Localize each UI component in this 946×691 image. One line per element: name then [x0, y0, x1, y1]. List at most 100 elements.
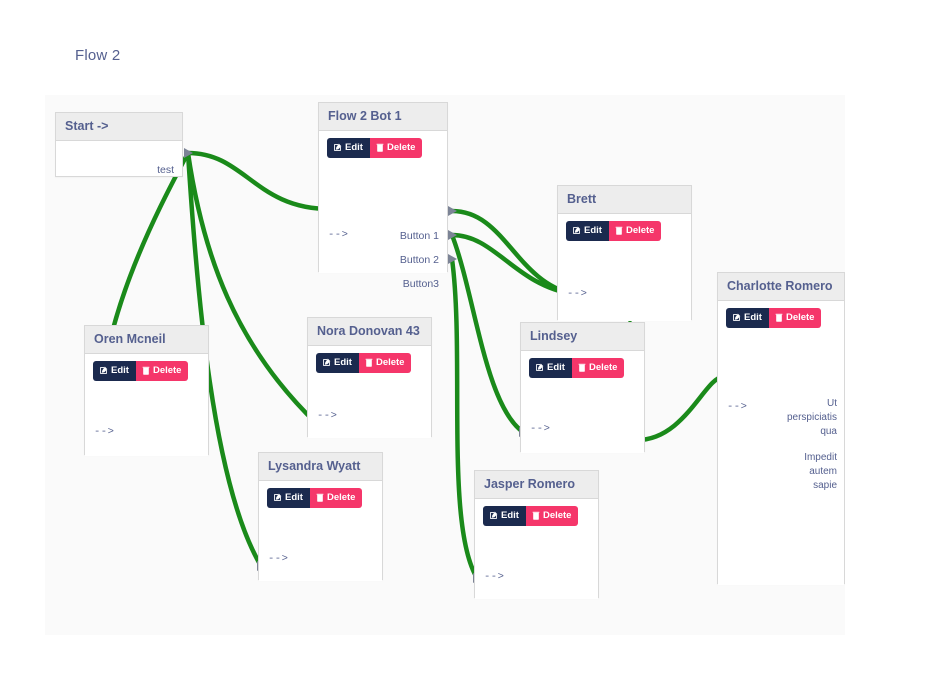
pencil-square-icon	[322, 358, 331, 367]
delete-button-oren[interactable]: Delete	[135, 361, 189, 381]
pencil-square-icon	[333, 143, 342, 152]
node-body-lysandra: Edit Delete -->	[259, 481, 382, 581]
edit-button-label: Edit	[334, 357, 352, 368]
pencil-square-icon	[535, 363, 544, 372]
flow-header-card: Flow 2	[45, 28, 845, 95]
edit-button-jasper[interactable]: Edit	[483, 506, 526, 526]
delete-button-jasper[interactable]: Delete	[525, 506, 579, 526]
trash-icon	[365, 358, 373, 367]
delete-button-charlotte[interactable]: Delete	[768, 308, 822, 328]
node-lysandra-wyatt[interactable]: Lysandra Wyatt Edit Delete	[258, 452, 383, 581]
page-title: Flow 2	[75, 47, 121, 64]
port-marker-button1-out	[448, 206, 457, 216]
port-in-oren[interactable]: -->	[94, 426, 115, 438]
port-in-charlotte[interactable]: -->	[727, 401, 748, 413]
node-nora-donovan[interactable]: Nora Donovan 43 Edit Delete	[307, 317, 432, 438]
delete-button-nora[interactable]: Delete	[358, 353, 412, 373]
port-marker-button2-out	[448, 230, 457, 240]
delete-button-label: Delete	[542, 510, 572, 521]
pencil-square-icon	[273, 493, 282, 502]
port-out-charlotte-2-line-1: Impedit	[804, 452, 837, 463]
port-in-jasper[interactable]: -->	[484, 571, 505, 583]
delete-button-brett[interactable]: Delete	[608, 221, 662, 241]
edit-button-brett[interactable]: Edit	[566, 221, 609, 241]
port-out-button-3[interactable]: Button3	[402, 278, 439, 290]
edit-button-label: Edit	[345, 142, 363, 153]
flow-canvas[interactable]: Start -> test Flow 2 Bot 1 Edit	[45, 95, 845, 635]
port-out-button-2[interactable]: Button 2	[399, 254, 439, 266]
delete-button-lindsey[interactable]: Delete	[571, 358, 625, 378]
edit-button-oren[interactable]: Edit	[93, 361, 136, 381]
trash-icon	[142, 366, 150, 375]
delete-button-label: Delete	[326, 492, 356, 503]
port-marker-button3-out	[448, 254, 457, 264]
button-row-jasper: Edit Delete	[475, 499, 598, 526]
port-out-charlotte-1-line-3: qua	[820, 426, 837, 437]
delete-button-label: Delete	[785, 312, 815, 323]
edit-button-charlotte[interactable]: Edit	[726, 308, 769, 328]
button-row-brett: Edit Delete	[558, 214, 691, 241]
node-title-jasper: Jasper Romero	[475, 471, 598, 499]
edit-button-label: Edit	[584, 225, 602, 236]
node-body-lindsey: Edit Delete -->	[521, 351, 644, 453]
edge-button2-to-brett	[449, 232, 576, 297]
edit-button-lindsey[interactable]: Edit	[529, 358, 572, 378]
delete-button-label: Delete	[375, 357, 405, 368]
trash-icon	[376, 143, 384, 152]
port-in-brett[interactable]: -->	[567, 288, 588, 300]
edit-button-label: Edit	[111, 365, 129, 376]
delete-button-label: Delete	[588, 362, 618, 373]
trash-icon	[532, 511, 540, 520]
node-flow2bot1[interactable]: Flow 2 Bot 1 Edit Delete	[318, 102, 448, 290]
node-body-nora: Edit Delete -->	[308, 346, 431, 438]
node-body-charlotte: Edit Delete --> Ut perspiciatis qua	[718, 301, 844, 585]
pencil-square-icon	[99, 366, 108, 375]
pencil-square-icon	[572, 226, 581, 235]
node-jasper-romero[interactable]: Jasper Romero Edit Delete	[474, 470, 599, 599]
node-title-lindsey: Lindsey	[521, 323, 644, 351]
node-body-oren: Edit Delete -->	[85, 354, 208, 456]
node-brett[interactable]: Brett Edit Delete	[557, 185, 692, 321]
trash-icon	[615, 226, 623, 235]
port-out-charlotte-2-line-3: sapie	[813, 480, 837, 491]
pencil-square-icon	[732, 313, 741, 322]
port-in-lindsey[interactable]: -->	[530, 423, 551, 435]
trash-icon	[316, 493, 324, 502]
node-oren-mcneil[interactable]: Oren Mcneil Edit Delete	[84, 325, 209, 456]
node-title-start: Start ->	[56, 113, 182, 141]
port-in-nora[interactable]: -->	[317, 410, 338, 422]
port-marker-start-out	[184, 148, 193, 158]
trash-icon	[775, 313, 783, 322]
delete-button-label: Delete	[386, 142, 416, 153]
edge-button2-to-lindsey	[449, 232, 526, 435]
delete-button-flow2bot1[interactable]: Delete	[369, 138, 423, 158]
port-out-start-test[interactable]: test	[157, 164, 174, 176]
node-title-brett: Brett	[558, 186, 691, 214]
edit-button-label: Edit	[547, 362, 565, 373]
edge-lindsey-to-charlotte	[634, 374, 726, 443]
port-out-charlotte-2[interactable]: Impedit autem sapie	[759, 451, 837, 493]
edit-button-label: Edit	[501, 510, 519, 521]
node-body-jasper: Edit Delete -->	[475, 499, 598, 599]
port-in-flow2bot1[interactable]: -->	[328, 229, 349, 241]
port-in-lysandra[interactable]: -->	[268, 553, 289, 565]
port-out-charlotte-1[interactable]: Ut perspiciatis qua	[759, 397, 837, 439]
delete-button-lysandra[interactable]: Delete	[309, 488, 363, 508]
edit-button-lysandra[interactable]: Edit	[267, 488, 310, 508]
node-title-lysandra: Lysandra Wyatt	[259, 453, 382, 481]
node-lindsey[interactable]: Lindsey Edit Delete	[520, 322, 645, 453]
delete-button-label: Delete	[152, 365, 182, 376]
port-out-charlotte-1-line-2: perspiciatis	[786, 412, 837, 423]
edit-button-nora[interactable]: Edit	[316, 353, 359, 373]
port-out-button-1[interactable]: Button 1	[399, 230, 439, 242]
edit-button-flow2bot1[interactable]: Edit	[327, 138, 370, 158]
button-row-oren: Edit Delete	[85, 354, 208, 381]
port-out-charlotte-1-line-1: Ut	[827, 398, 837, 409]
node-title-charlotte: Charlotte Romero	[718, 273, 844, 301]
node-charlotte-romero[interactable]: Charlotte Romero Edit Delete	[717, 272, 845, 585]
node-start[interactable]: Start -> test	[55, 112, 183, 177]
edit-button-label: Edit	[285, 492, 303, 503]
trash-icon	[578, 363, 586, 372]
delete-button-label: Delete	[625, 225, 655, 236]
button-row-charlotte: Edit Delete	[718, 301, 844, 328]
